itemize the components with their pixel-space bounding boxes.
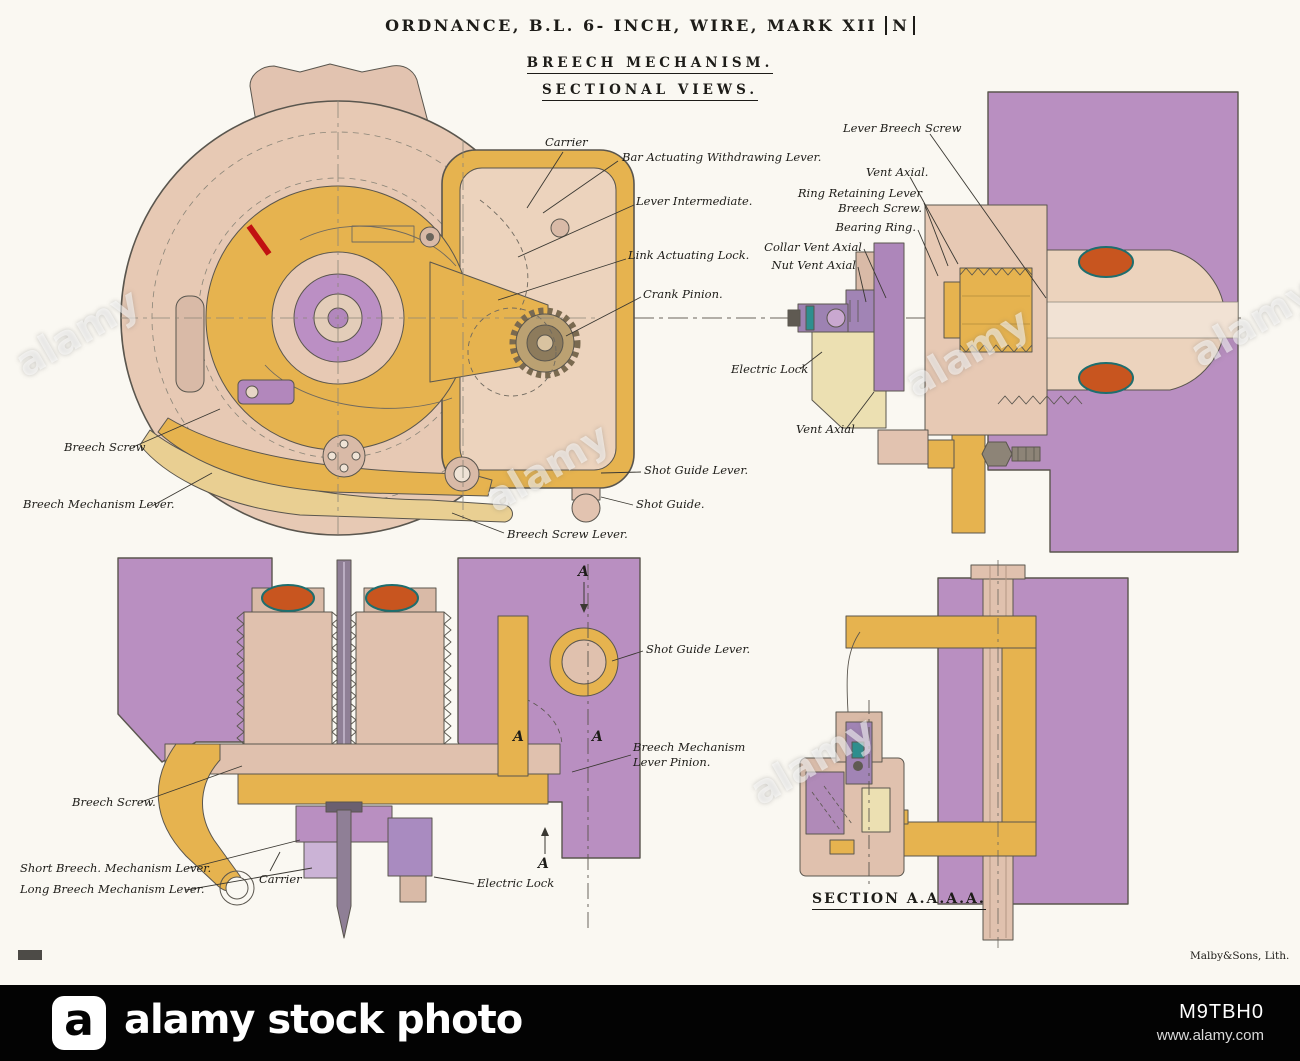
section-aaaa-view <box>799 560 1129 948</box>
alamy-website-url: www.alamy.com <box>1156 1027 1264 1044</box>
mechanism-lever-cluster <box>295 801 433 939</box>
shot-guide-shape <box>571 493 601 523</box>
crank-pinion-gear <box>467 307 581 397</box>
bolt-head <box>981 441 1013 467</box>
subtitle-1-row: BREECH MECHANISM. <box>0 52 1300 74</box>
label-electric-lock-bottom: Electric Lock <box>477 876 555 890</box>
obturator-pad-top <box>1078 246 1134 278</box>
obturator-pad-bottom <box>1078 362 1134 394</box>
section-aaaa-title: SECTION A.A.A.A. <box>812 891 986 910</box>
top-right-sectional-view <box>787 91 1239 553</box>
label-crank-pinion: Crank Pinion. <box>643 287 723 301</box>
side-cylinder <box>175 295 205 393</box>
bolt-flange <box>322 434 366 478</box>
label-lever-breech-screw: Lever Breech Screw <box>843 121 962 135</box>
label-vent-axial-top: Vent Axial. <box>866 165 929 179</box>
alamy-logo-letter: a <box>64 995 94 1046</box>
label-breech-screw-lever: Breech Screw Lever. <box>507 527 628 541</box>
alamy-brand-text: alamy stock photo <box>124 997 523 1043</box>
jacket-right <box>457 557 641 859</box>
label-electric-lock-right: Electric Lock <box>731 362 809 376</box>
label-short-breech-mechanism-lever: Short Breech. Mechanism Lever. <box>20 861 212 875</box>
label-collar-vent-axial: Collar Vent Axial <box>764 240 862 254</box>
bottom-left-sectional-view <box>117 557 641 939</box>
label-breech-mechanism-lever: Breech Mechanism Lever. <box>23 497 175 511</box>
mark-letter-box: N <box>885 16 915 35</box>
label-bearing-ring: Bearing Ring. <box>835 220 916 234</box>
section-mark-a1: A <box>578 564 589 580</box>
alamy-logo-icon: a <box>52 996 106 1050</box>
label-breech-screw-top: Breech Screw <box>64 440 146 454</box>
label-carrier-bottom: Carrier <box>259 872 302 886</box>
label-shot-guide-lever-top: Shot Guide Lever. <box>644 463 749 477</box>
leader-lines <box>132 133 1047 891</box>
label-nut-vent-axial: Nut Vent Axial <box>771 258 857 272</box>
section-mark-a3: A <box>592 729 603 745</box>
carrier-bracket <box>845 615 1037 857</box>
top-left-sectional-view <box>120 63 635 536</box>
alamy-footer-bar: a alamy stock photo M9TBH0 www.alamy.com <box>0 985 1300 1061</box>
label-lever-intermediate: Lever Intermediate. <box>636 194 753 208</box>
section-mark-a4: A <box>538 856 549 872</box>
vent-axial-mechanism <box>787 242 905 429</box>
label-shot-guide-lever-bottom: Shot Guide Lever. <box>646 642 751 656</box>
label-breech-screw-bottom: Breech Screw. <box>72 795 156 809</box>
electric-lock-spindle <box>336 809 352 939</box>
lithographer-credit: Malby&Sons, Lith. <box>1190 950 1290 962</box>
label-bar-actuating-withdrawing-lever: Bar Actuating Withdrawing Lever. <box>622 150 822 164</box>
subtitle-sectional-views: SECTIONAL VIEWS. <box>541 82 759 101</box>
drawing-title: ORDNANCE, B.L. 6- INCH, WIRE, MARK XII N <box>0 16 1300 35</box>
stock-image-id: M9TBH0 <box>1179 1001 1264 1023</box>
label-ring-retaining: Ring Retaining Lever Breech Screw. <box>797 186 922 215</box>
subtitle-breech-mechanism: BREECH MECHANISM. <box>526 55 774 74</box>
jacket-left <box>117 557 273 763</box>
breech-screw-threads <box>236 611 452 745</box>
label-link-actuating-lock: Link Actuating Lock. <box>628 248 750 262</box>
label-long-breech-mechanism-lever: Long Breech Mechanism Lever. <box>20 882 205 896</box>
label-vent-axial-bottom: Vent Axial <box>796 422 855 436</box>
label-carrier-top: Carrier <box>545 135 588 149</box>
pad-right <box>365 584 419 612</box>
red-index-mark <box>246 224 272 256</box>
lock-mechanism-section <box>799 631 905 877</box>
subtitle-2-row: SECTIONAL VIEWS. <box>0 79 1300 101</box>
pad-left <box>261 584 315 612</box>
diagram-art <box>117 63 1242 948</box>
lower-bracket <box>877 429 1041 534</box>
title-text: ORDNANCE, B.L. 6- INCH, WIRE, MARK XII <box>385 16 878 35</box>
label-shot-guide: Shot Guide. <box>636 497 705 511</box>
scan-edge-mark <box>18 950 42 960</box>
section-mark-a2: A <box>513 729 524 745</box>
label-breech-mechanism-lever-pinion: Breech Mechanism Lever Pinion. <box>633 740 746 769</box>
breech-screw-section <box>943 267 1033 353</box>
